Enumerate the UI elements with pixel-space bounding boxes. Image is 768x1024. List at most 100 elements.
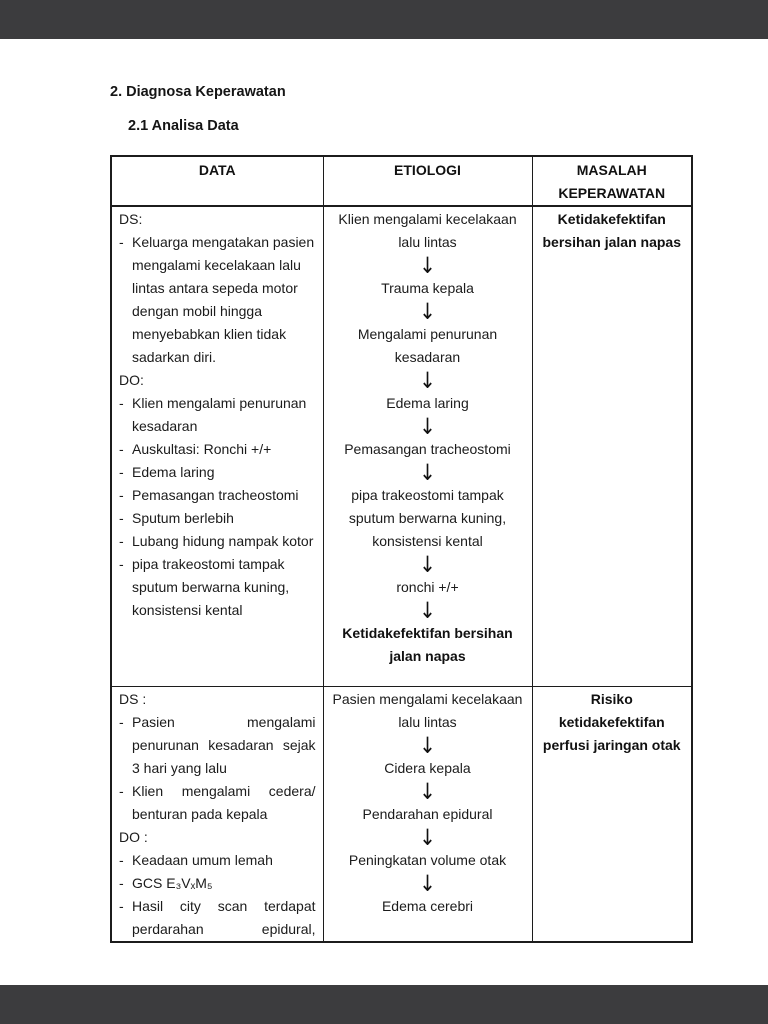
flow-step: Pemasangan tracheostomi — [328, 438, 528, 461]
dash-bullet: - — [119, 713, 124, 730]
data-item: -GCS E₃VₓM₅ — [119, 872, 316, 895]
flow-step-line: sputum berwarna kuning, — [348, 510, 507, 526]
flow-step: Edema cerebri — [328, 895, 528, 918]
text-line: perdarahan epidural, — [132, 920, 316, 937]
table-header: DATA ETIOLOGI MASALAH KEPERAWATAN — [110, 155, 693, 207]
flow-step-line: Edema cerebri — [381, 897, 474, 914]
text-line: mengalami kecelakaan lalu — [132, 257, 301, 273]
viewer-top-bar — [0, 0, 768, 39]
column-header-masalah-keperawatan: MASALAH KEPERAWATAN — [531, 155, 693, 207]
flow-step: Trauma kepala — [328, 277, 528, 300]
section-title: 2. Diagnosa Keperawatan — [110, 84, 286, 100]
down-arrow-glyph: ↓ — [419, 366, 436, 394]
down-arrow-icon: ↓ — [328, 596, 528, 624]
flow-step-line: Pemasangan tracheostomi — [344, 441, 511, 457]
data-item: -Klien mengalami cedera/benturan pada ke… — [119, 780, 316, 826]
text-line: DO : — [119, 828, 148, 845]
dash-bullet: - — [119, 464, 124, 480]
dash-bullet: - — [119, 851, 124, 868]
flow-step-line: Pasien mengalami kecelakaan — [332, 690, 523, 707]
data-item: -Keadaan umum lemah — [119, 849, 316, 872]
flow-step-line: Klien mengalami kecelakaan — [338, 211, 517, 227]
text-line: DO: — [119, 372, 144, 388]
data-item: -Lubang hidung nampak kotor — [119, 530, 316, 553]
subsection-title: 2.1 Analisa Data — [128, 118, 239, 134]
data-item-text: Pemasangan tracheostomi — [132, 484, 316, 507]
text-line: sadarkan diri. — [132, 349, 217, 365]
text-line: Klien mengalami cedera/ — [132, 782, 316, 799]
flow-step-line: lalu lintas — [398, 713, 457, 730]
down-arrow-icon: ↓ — [328, 870, 528, 896]
down-arrow-glyph: ↓ — [419, 823, 436, 850]
flow-step-line: lalu lintas — [398, 234, 457, 250]
text-line: Sputum berlebih — [132, 510, 234, 526]
text-line: sputum berwarna kuning, — [132, 579, 290, 595]
down-arrow-glyph: ↓ — [419, 731, 436, 758]
column-header-etiologi: ETIOLOGI — [322, 155, 533, 207]
dash-bullet: - — [119, 395, 124, 411]
dash-bullet: - — [119, 234, 124, 250]
down-arrow-glyph: ↓ — [419, 297, 436, 325]
data-label: DO: — [119, 369, 316, 392]
data-item-text: Auskultasi: Ronchi +/+ — [132, 438, 316, 461]
down-arrow-icon: ↓ — [328, 731, 528, 758]
problem-line: Risiko — [590, 690, 633, 707]
flow-step-line: Peningkatan volume otak — [348, 851, 507, 868]
down-arrow-glyph: ↓ — [419, 251, 436, 279]
down-arrow-glyph: ↓ — [419, 550, 436, 578]
text-line: penurunan kesadaran sejak — [132, 736, 316, 753]
down-arrow-icon: ↓ — [328, 550, 528, 578]
text-line: pipa trakeostomi tampak — [132, 556, 285, 572]
flow-step: Edema laring — [328, 392, 528, 415]
data-item: -Edema laring — [119, 461, 316, 484]
dash-bullet: - — [119, 897, 124, 914]
cell-masalah-keperawatan: Risiko ketidakefektifan perfusi jaringan o… — [531, 685, 693, 942]
flow-step-line: kesadaran — [394, 349, 461, 365]
text-line: Keadaan umum lemah — [132, 851, 273, 868]
data-item-text: Sputum berlebih — [132, 507, 316, 530]
data-item: -Auskultasi: Ronchi +/+ — [119, 438, 316, 461]
flow-step-line: pipa trakeostomi tampak — [351, 487, 504, 503]
text-line: 3 hari yang lalu — [132, 759, 227, 776]
text-line: dengan mobil hingga — [132, 303, 262, 319]
text-line: Pemasangan tracheostomi — [132, 487, 299, 503]
text-line: Edema laring — [132, 464, 215, 480]
problem-line: bersihan jalan napas — [542, 234, 682, 250]
flow-step-line: Trauma kepala — [381, 280, 474, 296]
dash-bullet: - — [119, 441, 124, 457]
down-arrow-icon: ↓ — [328, 413, 528, 439]
problem-line: ketidakefektifan — [558, 713, 665, 730]
data-item-text: pipa trakeostomi tampak sputum berwarna k… — [132, 553, 316, 622]
column-header-data: DATA — [110, 155, 324, 207]
problem-line: perfusi jaringan otak — [542, 736, 681, 753]
flow-step-line: ronchi +/+ — [396, 579, 459, 595]
dash-bullet: - — [119, 782, 124, 799]
data-item-text: Pasien mengalami penurunan kesadaran seja… — [132, 711, 316, 780]
data-item: -Hasil city scan terdapat perdarahan epid… — [119, 895, 316, 941]
flow-step: Pendarahan epidural — [328, 803, 528, 826]
down-arrow-icon: ↓ — [328, 251, 528, 279]
text-line: Pasien mengalami — [132, 713, 316, 730]
data-label: DS: — [119, 208, 316, 231]
down-arrow-icon: ↓ — [328, 823, 528, 850]
flow-step-line: konsistensi kental — [372, 533, 483, 549]
flow-step-line: Ketidakefektifan bersihan — [342, 625, 513, 641]
flow-step: Peningkatan volume otak — [328, 849, 528, 872]
data-item: -Sputum berlebih — [119, 507, 316, 530]
text-line: lintas antara sepeda motor — [132, 280, 298, 296]
text-line: Hasil city scan terdapat — [132, 897, 316, 914]
flow-step-line: Cidera kepala — [384, 759, 471, 776]
down-arrow-glyph: ↓ — [419, 458, 436, 486]
text-line: DS : — [119, 690, 147, 707]
dash-bullet: - — [119, 533, 124, 549]
flow-step: pipa trakeostomi tampak sputum berwarna k… — [328, 484, 528, 553]
down-arrow-icon: ↓ — [328, 366, 528, 394]
down-arrow-glyph: ↓ — [419, 596, 436, 624]
